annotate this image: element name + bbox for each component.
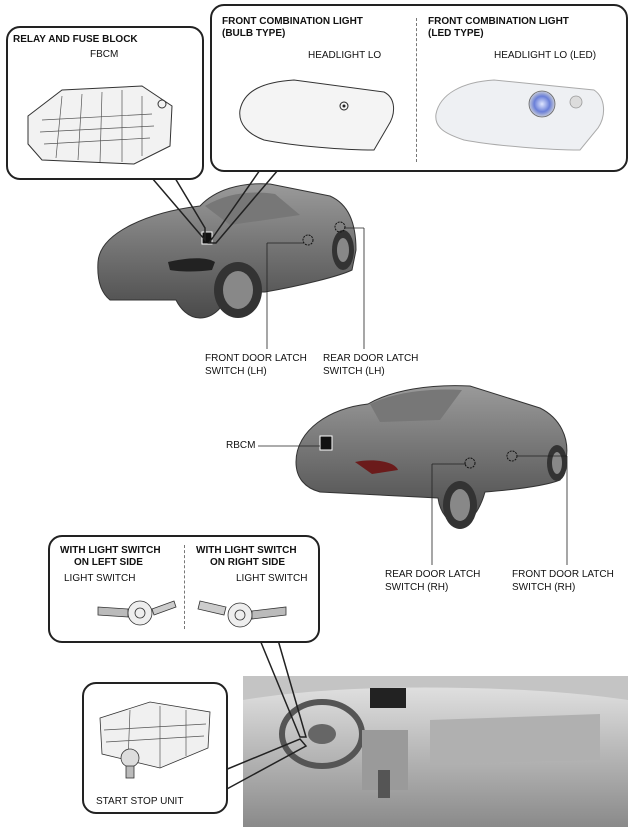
- front-door-latch-switch-lh-label-line2: SWITCH (LH): [205, 366, 267, 377]
- fbcm-label: FBCM: [90, 49, 119, 60]
- front-combination-light-callout: FRONT COMBINATION LIGHT (BULB TYPE) HEAD…: [210, 4, 628, 172]
- bulb-type-title-line1: FRONT COMBINATION LIGHT: [222, 16, 363, 27]
- rear-door-latch-switch-lh-label-line2: SWITCH (LH): [323, 366, 385, 377]
- led-headlight-icon: [435, 79, 604, 151]
- rear-car-illustration: [295, 385, 568, 529]
- light-switch-callout: WITH LIGHT SWITCH ON LEFT SIDE LIGHT SWI…: [48, 535, 320, 643]
- relay-fuse-block-title: RELAY AND FUSE BLOCK: [13, 34, 138, 45]
- right-side-title-line2: ON RIGHT SIDE: [210, 557, 286, 568]
- start-stop-unit-icon: [99, 701, 211, 779]
- start-stop-unit-callout: START STOP UNIT: [82, 682, 228, 814]
- interior-dashboard-illustration: [243, 676, 628, 827]
- rbcm-label: RBCM: [226, 440, 256, 451]
- bulb-type-title-line2: (BULB TYPE): [222, 28, 286, 39]
- rear-door-latch-switch-rh-label-line1: REAR DOOR LATCH: [385, 569, 481, 580]
- headlight-divider: [416, 18, 417, 162]
- headlight-lo-label: HEADLIGHT LO: [308, 50, 382, 61]
- start-stop-unit-label: START STOP UNIT: [96, 796, 184, 807]
- led-type-title-line1: FRONT COMBINATION LIGHT: [428, 16, 569, 27]
- left-light-switch-icon: [97, 600, 177, 626]
- rear-door-latch-switch-lh-label-line1: REAR DOOR LATCH: [323, 353, 419, 364]
- right-side-title-line1: WITH LIGHT SWITCH: [196, 545, 297, 556]
- front-car-illustration: [97, 183, 357, 319]
- relay-fuse-block-callout: RELAY AND FUSE BLOCK FBCM: [6, 26, 204, 180]
- right-light-switch-label: LIGHT SWITCH: [236, 573, 308, 584]
- right-light-switch-icon: [197, 600, 287, 628]
- switch-divider: [184, 545, 185, 629]
- label-pointers: [100, 56, 568, 599]
- front-door-latch-switch-rh-label-line2: SWITCH (RH): [512, 582, 576, 593]
- callout-leaders: [151, 169, 308, 791]
- headlight-lo-led-label: HEADLIGHT LO (LED): [494, 50, 597, 61]
- bulb-headlight-icon: [239, 79, 394, 151]
- rear-door-latch-switch-rh-label-line2: SWITCH (RH): [385, 582, 449, 593]
- fuse-block-icon: [27, 85, 173, 165]
- front-door-latch-switch-lh-label-line1: FRONT DOOR LATCH: [205, 353, 307, 364]
- left-side-title-line2: ON LEFT SIDE: [74, 557, 143, 568]
- left-side-title-line1: WITH LIGHT SWITCH: [60, 545, 161, 556]
- led-type-title-line2: (LED TYPE): [428, 28, 484, 39]
- front-door-latch-switch-rh-label-line1: FRONT DOOR LATCH: [512, 569, 614, 580]
- left-light-switch-label: LIGHT SWITCH: [64, 573, 136, 584]
